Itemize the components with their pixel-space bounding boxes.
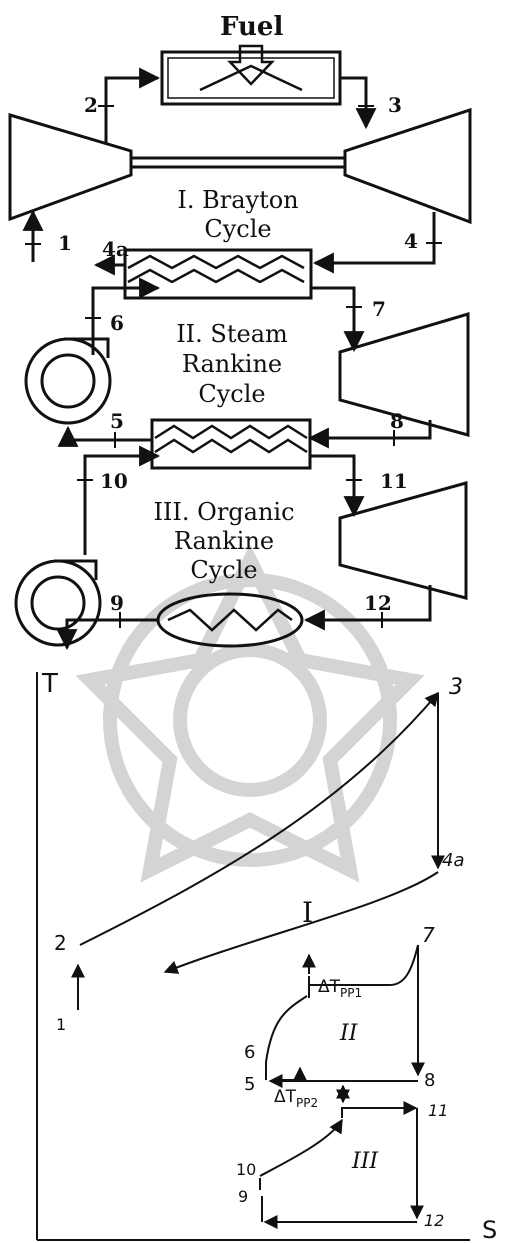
pinch-label-1: ΔTPP1 — [318, 977, 362, 1000]
state-label-3: 3 — [388, 93, 402, 117]
state-label-10: 10 — [100, 469, 128, 493]
ts-point-9: 9 — [238, 1187, 248, 1206]
state-label-8: 8 — [390, 409, 404, 433]
watermark-emblem — [75, 544, 425, 883]
organic-pump — [14, 559, 102, 647]
steam-pump — [24, 337, 112, 425]
s-axis-label: S — [482, 1216, 497, 1243]
ts-point-6: 6 — [244, 1042, 255, 1063]
ts-point-5: 5 — [244, 1074, 255, 1095]
state-label-4: 4 — [404, 229, 418, 253]
region-label-II: II — [339, 1021, 359, 1046]
heat-exchanger-2 — [150, 418, 312, 470]
combustor — [160, 50, 342, 106]
organic-label-line3: Cycle — [190, 556, 257, 584]
brayton-turbine — [343, 107, 472, 225]
steam-label-line2: Rankine — [182, 350, 282, 378]
organic-label-line1: III. Organic — [153, 498, 294, 526]
ts-point-7: 7 — [422, 923, 435, 947]
state-label-7: 7 — [372, 297, 386, 321]
ts-point-12: 12 — [424, 1211, 444, 1230]
region-label-III: III — [351, 1149, 379, 1174]
combustor-coil — [199, 64, 303, 92]
ts-point-1: 1 — [56, 1015, 66, 1034]
brayton-heat-addition-curve — [79, 691, 439, 946]
brayton-label-line1: I. Brayton — [177, 186, 298, 214]
state-label-12: 12 — [364, 591, 392, 615]
ts-point-8: 8 — [424, 1070, 435, 1091]
steam-label-line3: Cycle — [198, 380, 265, 408]
state-label-1: 1 — [58, 231, 72, 255]
pinch-label-2: ΔTPP2 — [274, 1087, 318, 1110]
state-label-4a: 4a — [102, 237, 129, 261]
fuel-label: Fuel — [220, 12, 283, 42]
state-label-6: 6 — [110, 311, 124, 335]
steam-label-line1: II. Steam — [176, 320, 288, 348]
steam-turbine — [338, 311, 470, 437]
organic-turbine — [338, 481, 468, 600]
state-label-9: 9 — [110, 591, 124, 615]
state-label-2: 2 — [84, 93, 98, 117]
ts-diagram — [36, 672, 470, 1241]
t-axis-label: T — [41, 669, 58, 699]
ts-point-10: 10 — [236, 1160, 256, 1179]
state-label-11: 11 — [380, 469, 408, 493]
region-label-I: I — [302, 896, 313, 929]
ts-point-11: 11 — [428, 1101, 448, 1120]
organic-label-line2: Rankine — [174, 527, 274, 555]
ts-point-4a: 4a — [442, 850, 464, 871]
cycle-schematic: Fuel — [8, 12, 472, 651]
fuel-inlet-arrow-icon — [227, 44, 275, 86]
ts-point-3: 3 — [449, 675, 463, 700]
brayton-exhaust-curve — [163, 871, 439, 974]
state-label-5: 5 — [110, 409, 124, 433]
brayton-compressor — [8, 112, 133, 222]
brayton-label-line2: Cycle — [204, 215, 271, 243]
heat-exchanger-1 — [123, 248, 313, 300]
ts-point-2: 2 — [54, 931, 67, 955]
